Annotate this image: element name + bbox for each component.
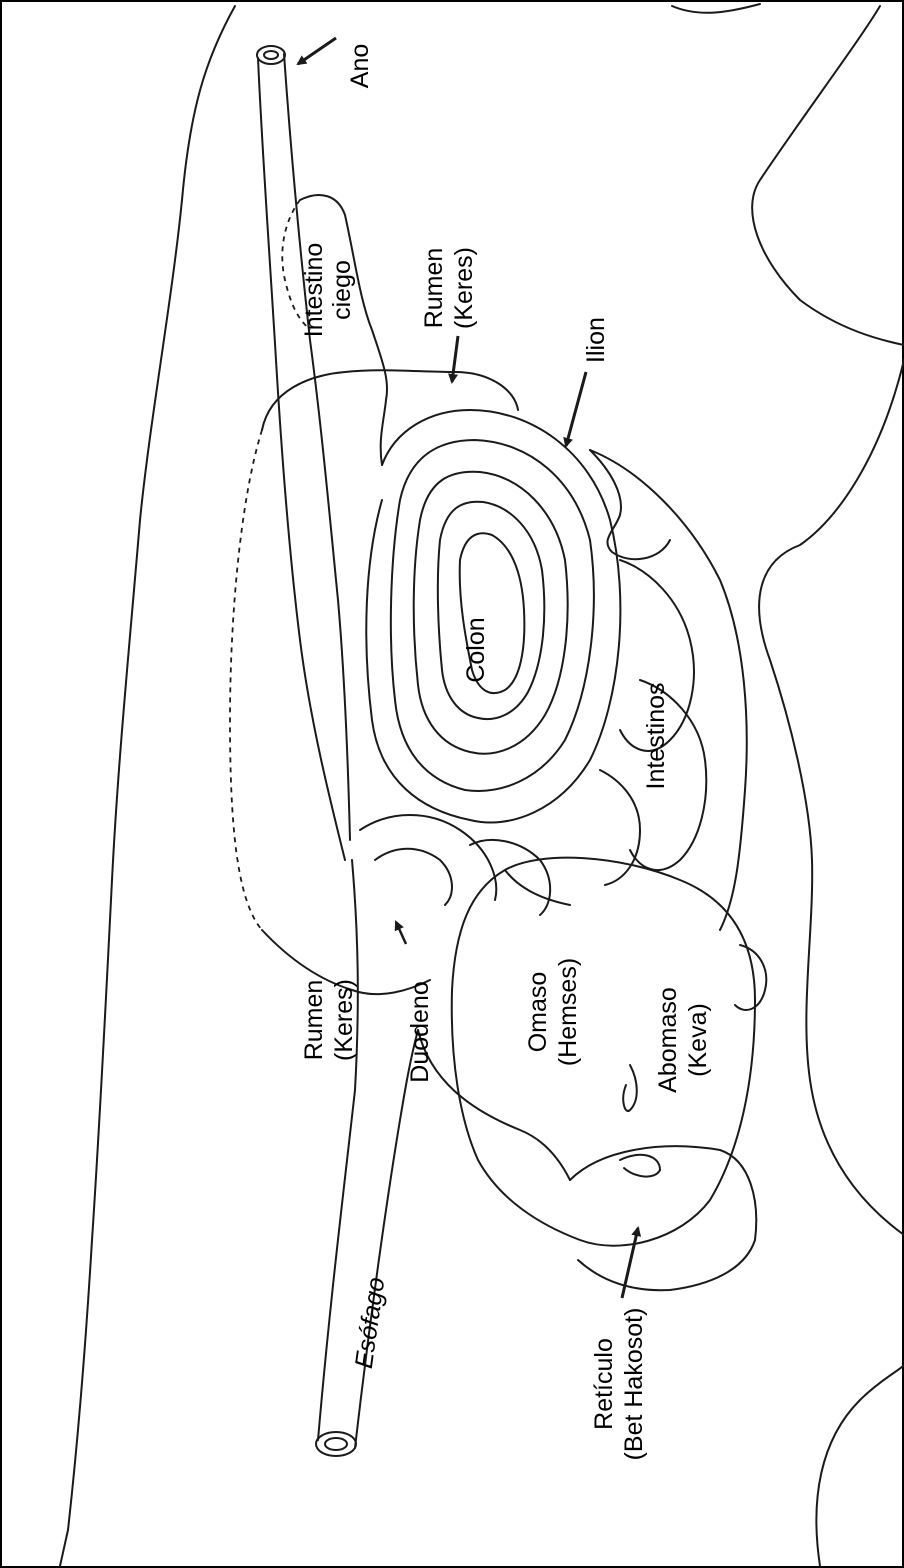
- rumen-hidden-edge: [230, 430, 262, 930]
- body-outline-top: [672, 4, 760, 13]
- svg-text:Retículo: Retículo: [590, 1338, 618, 1430]
- small-intestine-loop-3: [600, 770, 640, 885]
- label-ano: Ano: [346, 44, 374, 88]
- omasum-fold: [623, 1065, 637, 1111]
- body-outline-leg: [816, 1365, 904, 1566]
- svg-text:Abomaso: Abomaso: [654, 987, 682, 1093]
- esophagus-tube-2: [355, 1030, 418, 1448]
- svg-text:Intestino: Intestino: [300, 243, 328, 338]
- small-intestine-loop-5: [375, 849, 452, 905]
- rectum-tube: [258, 58, 345, 860]
- svg-text:Duodeno: Duodeno: [406, 981, 434, 1082]
- label-rumen-top: Rumen (Keres): [420, 247, 478, 329]
- abomasum-bulge: [735, 945, 766, 1010]
- arrow-duodeno: [396, 922, 406, 944]
- body-outline-right: [759, 360, 904, 1235]
- body-outline: [60, 6, 235, 1566]
- arrow-ilion: [566, 372, 586, 446]
- anus-opening: [257, 46, 285, 64]
- svg-text:(Bet Hakosot): (Bet Hakosot): [620, 1308, 648, 1461]
- rumen-outline: [262, 370, 518, 430]
- esophagus-opening: [316, 1432, 356, 1456]
- svg-text:Rumen: Rumen: [420, 248, 448, 329]
- svg-text:ciego: ciego: [328, 260, 356, 320]
- label-rumen-bottom: Rumen (Keres): [300, 979, 358, 1061]
- body-outline-right-top: [752, 6, 904, 345]
- svg-text:Rumen: Rumen: [300, 980, 328, 1061]
- abomasum-outline: [570, 1146, 756, 1290]
- ileum-loops: [590, 450, 670, 559]
- label-ilion: Ilion: [582, 317, 610, 363]
- rectum-tube-2: [284, 54, 350, 840]
- label-reticulo: Retículo (Bet Hakosot): [590, 1308, 648, 1461]
- svg-text:Intestinos: Intestinos: [642, 682, 670, 789]
- label-esofago: Esófago: [350, 1275, 391, 1370]
- svg-text:(Keres): (Keres): [450, 247, 478, 329]
- svg-text:(Keva): (Keva): [684, 1003, 712, 1077]
- svg-text:(Hemses): (Hemses): [554, 958, 582, 1066]
- colon-spiral-2: [391, 440, 594, 791]
- svg-text:(Keres): (Keres): [330, 979, 358, 1061]
- label-omaso: Omaso (Hemses): [524, 958, 582, 1066]
- svg-text:Esófago: Esófago: [350, 1275, 391, 1370]
- label-abomaso: Abomaso (Keva): [654, 987, 712, 1093]
- label-duodeno: Duodeno: [406, 981, 434, 1082]
- svg-text:Ano: Ano: [346, 44, 374, 88]
- arrow-rumen-top: [452, 336, 458, 382]
- abomasum-fold: [620, 1155, 660, 1177]
- label-intestino-ciego: Intestino ciego: [300, 243, 356, 338]
- arrow-ano: [298, 38, 336, 64]
- svg-text:Ilion: Ilion: [582, 317, 610, 363]
- label-colon: Colon: [462, 617, 490, 682]
- label-intestinos: Intestinos: [642, 682, 670, 789]
- svg-text:Omaso: Omaso: [524, 972, 552, 1053]
- anus-opening-inner: [264, 51, 278, 59]
- omasum-inner-curve: [505, 870, 570, 905]
- svg-text:Colon: Colon: [462, 617, 490, 682]
- colon-spiral-outer: [366, 410, 620, 823]
- esophagus-opening-inner: [325, 1438, 347, 1450]
